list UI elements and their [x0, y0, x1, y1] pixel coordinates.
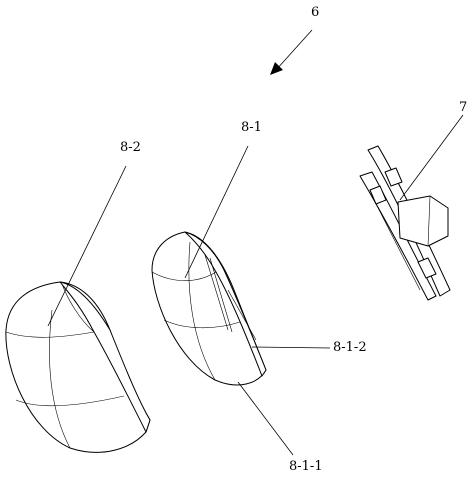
- leader-8-1-2: [251, 346, 331, 349]
- label-8-1-1: 8-1-1: [289, 459, 323, 474]
- part-8-1-cap: [151, 231, 267, 386]
- part-8-2-cap: [5, 281, 151, 453]
- label-8-1: 8-1: [241, 120, 262, 135]
- leader-7: [399, 114, 464, 201]
- assembly-arrow: [270, 29, 313, 75]
- label-8-1-2: 8-1-2: [333, 340, 367, 355]
- leader-8-1: [184, 145, 249, 279]
- label-7: 7: [459, 100, 467, 115]
- label-assembly-6: 6: [311, 5, 319, 20]
- part-7-plate: [359, 145, 451, 301]
- leader-8-1-1: [237, 381, 294, 456]
- label-8-2: 8-2: [120, 140, 141, 155]
- leader-8-2: [47, 165, 127, 327]
